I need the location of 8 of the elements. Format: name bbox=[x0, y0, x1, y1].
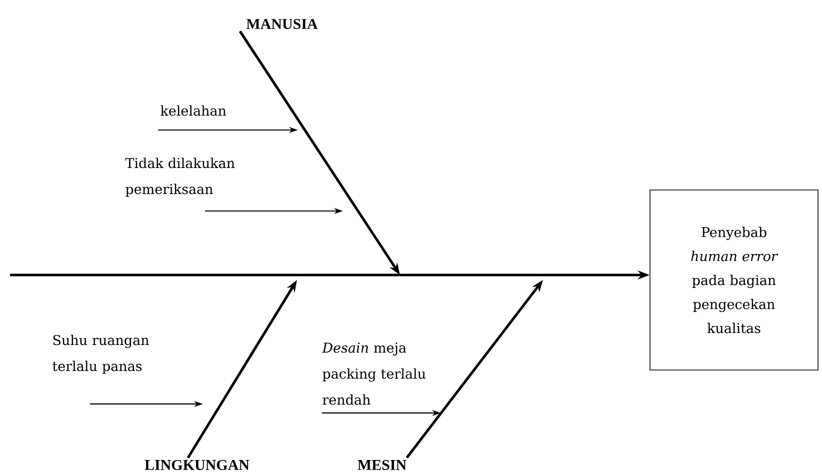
cause-label: kelelahan bbox=[160, 105, 226, 116]
cause-label: Suhu ruangan terlalu panas bbox=[52, 334, 149, 374]
effect-box: Penyebab human error pada bagian pengecekan kualitas bbox=[650, 190, 818, 370]
category-label: LINGKUNGAN bbox=[144, 460, 250, 470]
category-label: MANUSIA bbox=[246, 18, 318, 30]
category-label: MESIN bbox=[358, 460, 406, 470]
cause-label: Tidak dilakukan pemeriksaan bbox=[125, 158, 235, 197]
cause-label: Desain meja packing terlalu rendah bbox=[322, 342, 426, 405]
